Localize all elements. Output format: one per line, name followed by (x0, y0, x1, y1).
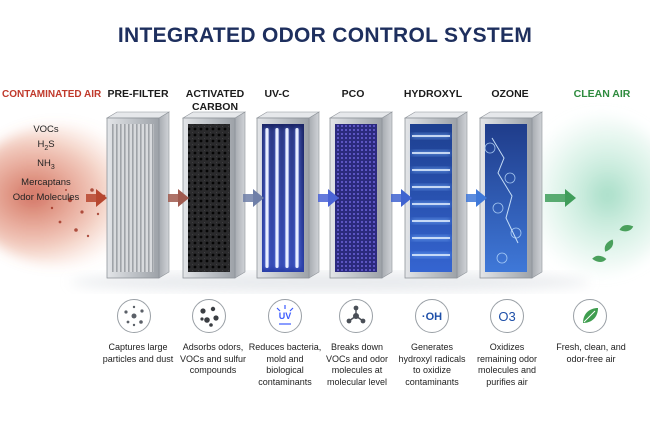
stage-label-hydroxyl: HYDROXYL (398, 88, 468, 101)
filter-panel-hydroxyl (405, 112, 467, 278)
svg-text:UV: UV (279, 311, 292, 321)
odor-particle (80, 210, 83, 213)
odor-particle (59, 221, 62, 224)
pollutant-mercaptans: Mercaptans (10, 175, 82, 190)
pollutant-odor-molecules: Odor Molecules (10, 190, 82, 205)
stage-desc-pco: Breaks down VOCs and odor molecules at m… (320, 342, 394, 388)
outlet-desc: Fresh, clean, and odor-free air (554, 342, 628, 365)
uv-light-icon: UV (267, 298, 303, 334)
pollutant-list: VOCs H2S NH3 Mercaptans Odor Molecules (10, 122, 82, 205)
pollutant-h2s: H2S (10, 137, 82, 156)
pollutant-nh3: NH3 (10, 156, 82, 175)
odor-particle (87, 235, 89, 237)
stage-desc-uv-c: Reduces bacteria, mold and biological co… (248, 342, 322, 388)
stage-label-ozone: OZONE (480, 88, 540, 101)
stage-desc-activated-carbon: Adsorbs odors, VOCs and sulfur compounds (176, 342, 250, 377)
stage-label-uv-c: UV-C (257, 88, 297, 101)
carbon-icon (191, 298, 227, 334)
stage-desc-hydroxyl: Generates hydroxyl radicals to oxidize c… (395, 342, 469, 388)
stage-desc-ozone: Oxidizes remaining odor molecules and pu… (470, 342, 544, 388)
ozone-icon-label: O3 (498, 309, 515, 324)
molecule-icon (338, 298, 374, 334)
odor-particle (97, 213, 99, 215)
stage-label-pco: PCO (333, 88, 373, 101)
leaf-icon (572, 298, 608, 334)
hydroxyl-icon-label: ·OH (422, 311, 442, 323)
stage-label-pre-filter: PRE-FILTER (102, 88, 174, 101)
ozone-icon: O3 (489, 298, 525, 334)
stage-desc-pre-filter: Captures large particles and dust (101, 342, 175, 365)
stage-label-activated-carbon: ACTIVATED CARBON (180, 88, 250, 114)
clean-haze (525, 115, 650, 275)
filter-panel-pco (330, 112, 392, 278)
filter-panel-uv-c (257, 112, 319, 278)
filter-panel-activated-carbon (183, 112, 245, 278)
odor-particle (90, 188, 94, 192)
inlet-label: CONTAMINATED AIR (2, 88, 98, 101)
filter-panel-ozone (480, 112, 542, 278)
outlet-label: CLEAN AIR (562, 88, 642, 101)
hydroxyl-icon: ·OH (414, 298, 450, 334)
odor-particle (74, 228, 78, 232)
particles-icon (116, 298, 152, 334)
pollutant-vocs: VOCs (10, 122, 82, 137)
filter-panel-pre-filter (107, 112, 169, 278)
page-title: INTEGRATED ODOR CONTROL SYSTEM (0, 24, 650, 48)
odor-particle (51, 207, 53, 209)
